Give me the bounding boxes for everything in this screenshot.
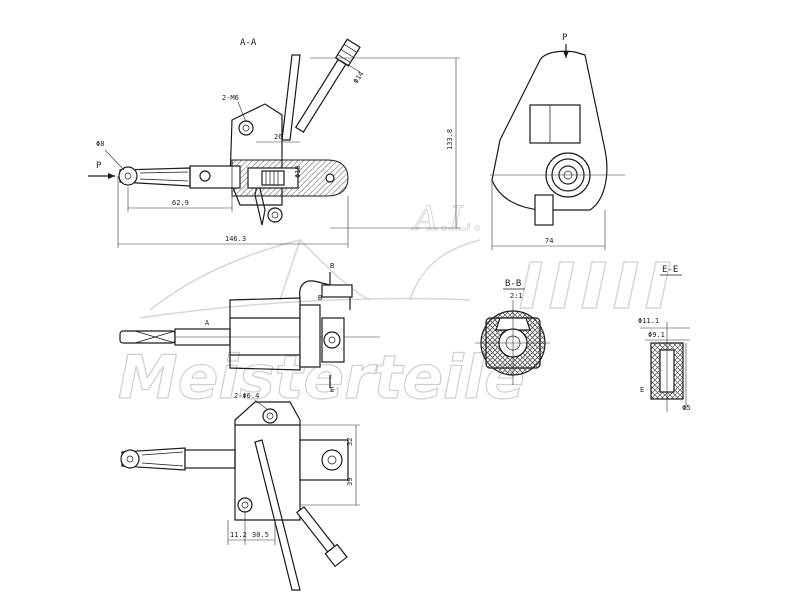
dim-d14: Φ14: [352, 70, 365, 85]
section-view-e-e: E-E Φ11.1 Φ9.1 Φ5 E: [638, 265, 690, 412]
watermark-logo: A.L.: [411, 199, 483, 239]
watermark: Meisterteile A.L.: [117, 199, 671, 414]
dim-d31: Φ11.1: [638, 317, 659, 325]
dim-d74: 74: [545, 237, 553, 245]
section-label-b-b: B-B: [505, 279, 521, 289]
dim-d30: 30.5: [252, 531, 269, 539]
arrow-label-p-left: P: [96, 161, 102, 171]
dim-d39: 39: [346, 478, 354, 486]
view-label-e-2: E: [640, 386, 644, 394]
section-scale-b-b: 2:1: [510, 292, 523, 300]
label-two-phi-holes: 2-Φ6.4: [234, 392, 259, 400]
section-marker-a: A: [205, 319, 210, 327]
dim-d146: 146.3: [225, 235, 246, 243]
view-label-p-top: P: [562, 33, 568, 43]
bottom-view: 2-Φ6.4 32 39 11.2 30.5: [120, 392, 360, 591]
dim-d11: 11.2: [230, 531, 247, 539]
label-thread-m6: 2-M6: [222, 94, 239, 102]
view-label-e-1: E: [330, 386, 334, 394]
view-label-b-1: B: [330, 262, 334, 270]
dim-d9: Φ9.1: [648, 331, 665, 339]
view-p: P 74: [490, 33, 625, 250]
side-view: B E A B: [119, 262, 380, 394]
view-label-b-2: B: [318, 294, 322, 302]
dim-inner: Φ18: [294, 165, 302, 178]
section-view-a-a: A-A Φ14 2-M6: [88, 38, 460, 248]
section-label-e-e: E-E: [662, 265, 678, 275]
section-view-b-b: B-B 2:1: [475, 279, 550, 385]
dim-d32: 32: [346, 438, 354, 446]
section-label-a-a: A-A: [240, 38, 257, 48]
label-phi-hole: Φ8: [96, 140, 104, 148]
dim-d26: 26: [274, 133, 282, 141]
dim-d5: Φ5: [682, 404, 690, 412]
dim-d133: 133.8: [446, 129, 454, 150]
dim-d62: 62.9: [172, 199, 189, 207]
